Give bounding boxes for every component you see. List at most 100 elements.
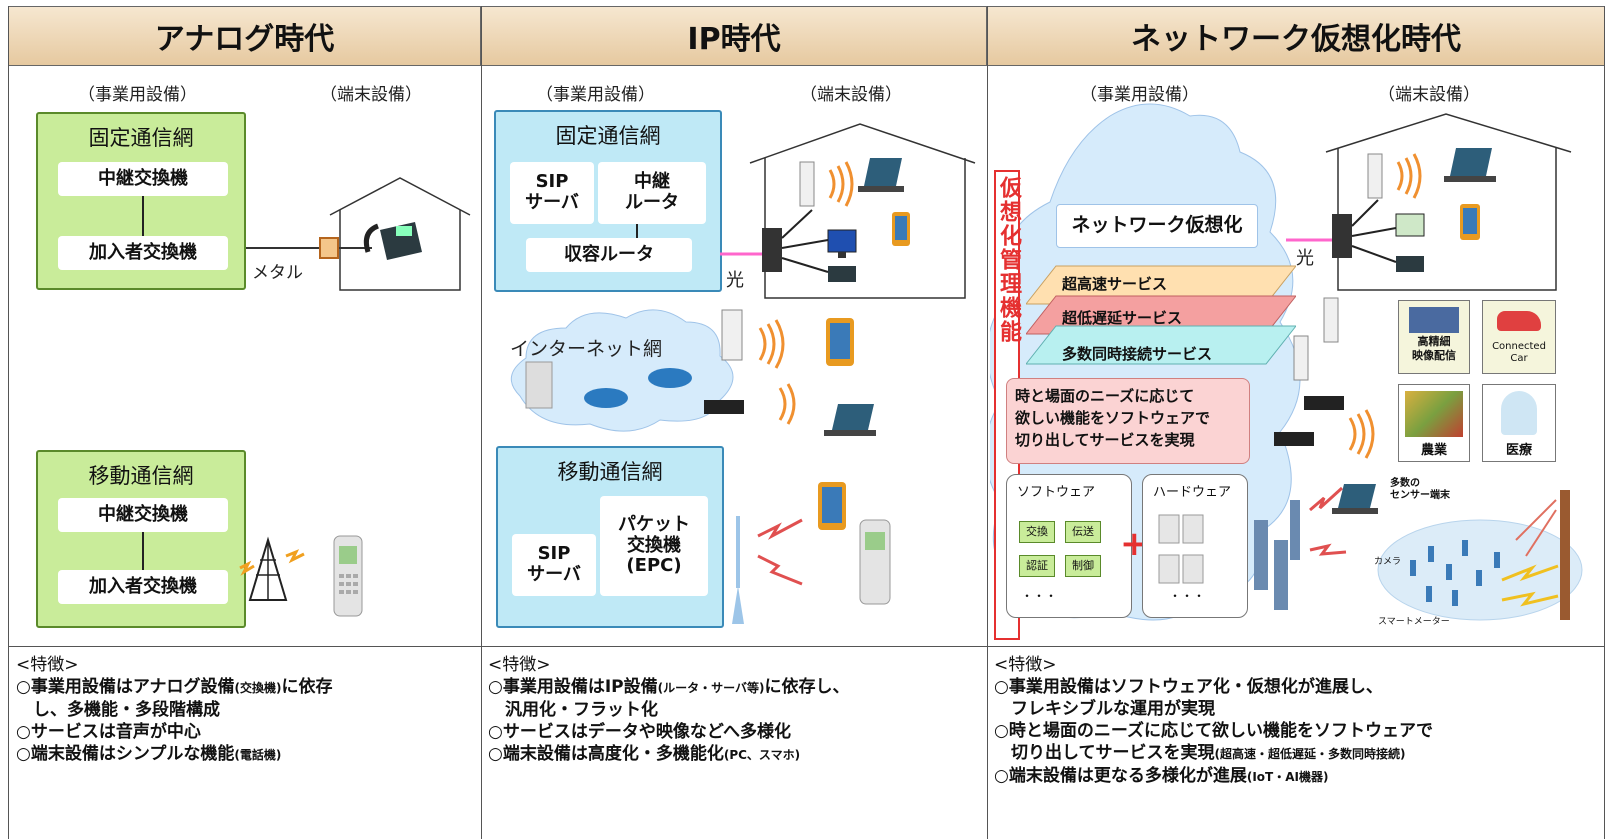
features-virtualization: <特徴> ○事業用設備はソフトウェア化・仮想化が進展し、 フレキシブルな運用が実… (994, 655, 1433, 786)
router-icon (704, 400, 744, 414)
network-virtualization-box: ネットワーク仮想化 (1056, 204, 1258, 248)
frame-divider-2 (987, 6, 988, 839)
wifi-router-icon (1323, 297, 1339, 343)
ip-sip-server: SIP サーバ (510, 162, 594, 224)
virt-label-business-equipment: （事業用設備） (1080, 85, 1199, 105)
virt-wireless-terminals (1274, 297, 1375, 459)
tokyo-skytree-icon (732, 516, 744, 624)
laptop-icon (1444, 148, 1496, 182)
analog-fixed-network: 固定通信網 中継交換機 加入者交換機 (36, 112, 246, 290)
sensor-terminals-icon (1410, 540, 1500, 606)
virtualization-description: 時と場面のニーズに応じて 欲しい機能をソフトウェアで 切り出してサービスを実現 (1006, 378, 1250, 464)
app-tile-video: 高精細 映像配信 (1398, 300, 1470, 374)
analog-fixed-title: 固定通信網 (88, 126, 194, 150)
laptop-icon (1332, 484, 1378, 514)
ip-label-business-equipment: （事業用設備） (536, 85, 655, 105)
virt-house-diagram (1286, 113, 1572, 291)
internet-label: インターネット網 (510, 338, 663, 360)
wifi-router-icon-2 (1293, 335, 1309, 381)
app-tile-video-label: 高精細 映像配信 (1412, 335, 1456, 362)
analog-mobile-subscriber-switch: 加入者交換機 (58, 570, 228, 604)
router-icon (1304, 396, 1344, 410)
software-box: ソフトウェア 交換 伝送 認証 制御 ・・・ (1006, 474, 1132, 618)
hardware-servers-icon (1158, 514, 1204, 584)
app-tile-medical-label: 医療 (1505, 443, 1532, 458)
frame-right (1604, 6, 1605, 839)
analog-mobile-relay-switch: 中継交換機 (58, 498, 228, 532)
laptop-icon (858, 158, 904, 192)
laptop-icon (824, 404, 876, 436)
onu-router-icon (762, 228, 782, 272)
label-metal: メタル (252, 263, 303, 283)
ip-fixed-network: 固定通信網 SIP サーバ 中継 ルータ 収容ルータ (494, 110, 722, 292)
feature-phone-icon (333, 535, 363, 617)
sw-item-authentication: 認証 (1019, 555, 1055, 577)
features-virt-heading: <特徴> (994, 655, 1057, 675)
server-icon (525, 361, 553, 409)
virt-label-light: 光 (1296, 248, 1314, 269)
features-ip: <特徴> ○事業用設備はIP設備(ルータ・サーバ等)に依存し、 汎用化・フラット… (488, 655, 850, 764)
features-ip-heading: <特徴> (488, 655, 551, 675)
service-layers (1026, 265, 1296, 365)
frame-divider-1 (481, 6, 482, 839)
ip-access-router: 収容ルータ (526, 238, 692, 272)
utility-pole-icon (1560, 490, 1570, 620)
internet-cloud (510, 309, 734, 432)
desktop-pc-icon (827, 229, 857, 258)
smartphone-icon (818, 482, 846, 530)
onu-router-icon (1332, 214, 1352, 258)
camera-label: カメラ (1374, 557, 1402, 567)
hardware-box: ハードウェア ・・・ (1142, 474, 1248, 618)
smartphone-icon (826, 318, 854, 366)
base-station-icon (1254, 500, 1300, 610)
vegetables-icon (1405, 391, 1463, 437)
analog-mobile-tower (239, 536, 305, 601)
app-tile-agriculture-label: 農業 (1420, 443, 1447, 458)
ip-mobile-sip-server: SIP サーバ (512, 534, 596, 596)
ip-house-diagram (720, 123, 976, 299)
app-tile-agriculture: 農業 (1398, 384, 1470, 462)
app-tile-medical: 医療 (1482, 384, 1556, 462)
router-icon (584, 388, 628, 408)
sensor-terminals-label: 多数の センサー端末 (1390, 478, 1450, 501)
ip-mobile-title: 移動通信網 (557, 460, 663, 484)
ip-mobile-terminals (732, 482, 891, 624)
telephone-icon (828, 266, 856, 282)
car-icon (1497, 311, 1541, 331)
analog-fixed-subscriber-switch: 加入者交換機 (58, 236, 228, 270)
telephone-icon (1396, 256, 1424, 272)
ip-internet-terminals (704, 309, 876, 436)
hardware-ellipsis: ・・・ (1169, 589, 1206, 603)
telephone-icon (363, 222, 422, 260)
label-business-equipment: （事業用設備） (78, 85, 197, 105)
service-layer-low-latency: 超低遅延サービス (1062, 308, 1183, 327)
ip-packet-switch: パケット 交換機 (EPC) (600, 496, 708, 596)
analog-fixed-relay-switch: 中継交換機 (58, 162, 228, 196)
sw-item-transmission: 伝送 (1065, 521, 1101, 543)
router-icon-2 (1274, 432, 1314, 446)
monitor-icon (1409, 307, 1459, 333)
smartphone-icon (892, 212, 910, 246)
smartphone-icon (1460, 204, 1480, 240)
software-ellipsis: ・・・ (1021, 589, 1058, 603)
wifi-router-icon (1367, 153, 1383, 199)
sw-item-switching: 交換 (1019, 521, 1055, 543)
frame-left (8, 6, 9, 839)
service-layer-massive-connection: 多数同時接続サービス (1062, 344, 1213, 363)
header-ip: IP時代 (481, 6, 987, 66)
virt-label-terminal-equipment: （端末設備） (1378, 85, 1480, 105)
smart-meter-label: スマートメーター (1378, 617, 1450, 627)
router-icon-2 (648, 368, 692, 388)
header-virtualization: ネットワーク仮想化時代 (987, 6, 1605, 66)
ip-label-terminal-equipment: （端末設備） (800, 85, 902, 105)
virtualization-management-label: 仮想化管理機能 (996, 176, 1021, 344)
ip-label-light: 光 (726, 270, 744, 291)
sw-item-control: 制御 (1065, 555, 1101, 577)
service-layer-ultrafast: 超高速サービス (1062, 274, 1168, 293)
wifi-router-icon (799, 161, 815, 207)
features-analog-heading: <特徴> (16, 655, 79, 675)
desktop-pc-icon (1395, 213, 1425, 237)
app-tile-connected-car: Connected Car (1482, 300, 1556, 374)
ip-fixed-title: 固定通信網 (555, 124, 661, 148)
wifi-router-icon (721, 309, 743, 361)
